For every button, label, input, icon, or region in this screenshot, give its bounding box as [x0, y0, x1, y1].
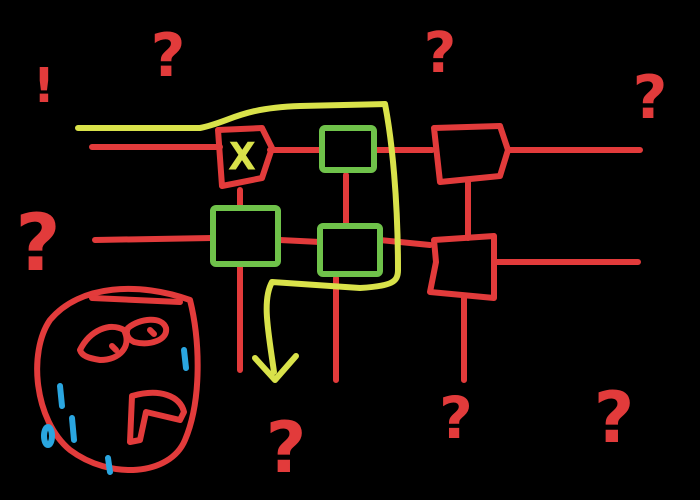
question-mark: ?: [151, 21, 186, 91]
question-mark: ?: [266, 407, 307, 489]
horizontal-wires: [89, 144, 643, 265]
sweat-drop-icon: [105, 455, 113, 475]
wire-top: [89, 144, 643, 153]
signal-path: [75, 101, 401, 383]
vwire-3: [461, 179, 471, 383]
wire-bottom: [92, 235, 641, 265]
sweat-drop-icon: [41, 424, 55, 448]
red-gate-top-right: [431, 123, 511, 185]
gates: X: [210, 123, 511, 301]
face-brow: [89, 295, 183, 305]
confusion-marks: ! ? ? ? ? ? ? ?: [15, 21, 667, 489]
sweat-drop-icon: [57, 383, 65, 409]
mouth: [127, 389, 187, 445]
question-mark: ?: [439, 384, 473, 452]
signal-arrow-icon: [252, 353, 299, 383]
question-mark: ?: [424, 21, 456, 86]
exclamation-mark: !: [33, 58, 55, 114]
sweat-drop-icon: [69, 415, 77, 443]
broken-gate-x: X: [230, 137, 253, 177]
eye-pupils: [109, 327, 157, 353]
question-mark: ?: [633, 63, 668, 133]
green-gate-mid: [317, 223, 383, 277]
sweat-drop-icon: [181, 347, 189, 371]
signal-line: [75, 101, 401, 375]
broken-gate: [215, 125, 275, 189]
red-gate-bottom-right: [427, 233, 497, 301]
green-gate-left: [210, 205, 281, 267]
sweating-face: [34, 285, 201, 474]
green-gate-top: [319, 125, 377, 173]
vwire-2: [333, 172, 349, 383]
question-mark: ?: [594, 377, 635, 459]
sweat-drops: [41, 347, 189, 475]
left-eye: [77, 323, 130, 363]
right-eye: [123, 316, 170, 347]
question-mark: ?: [15, 199, 60, 289]
face-outline: [34, 285, 201, 474]
